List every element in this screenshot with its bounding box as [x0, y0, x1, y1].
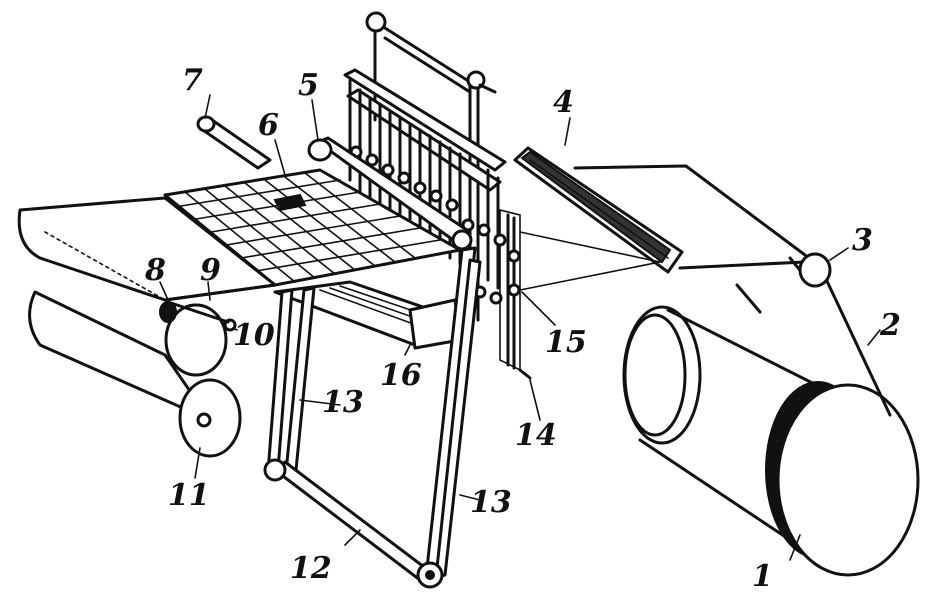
lease-bar: [513, 146, 684, 274]
label-13-upper: 13: [322, 385, 364, 420]
label-13-lower: 13: [470, 485, 512, 520]
label-3: 3: [852, 223, 873, 258]
guide-rod: [196, 115, 272, 170]
warp-threads: [519, 231, 661, 291]
label-2: 2: [879, 308, 901, 343]
label-16: 16: [380, 358, 422, 393]
cloth-rollers: [28, 265, 242, 458]
label-7: 7: [182, 63, 203, 98]
label-10: 10: [233, 318, 275, 353]
label-5: 5: [298, 68, 319, 103]
label-9: 9: [200, 253, 221, 288]
label-12: 12: [290, 551, 332, 586]
label-6: 6: [258, 108, 279, 143]
label-14: 14: [515, 418, 557, 453]
front-beam: [307, 136, 473, 251]
label-11: 11: [168, 478, 210, 513]
part-labels: 1 2 3 4 5 6 7 8 9 10 11 12 13 13 14 15 1…: [144, 63, 901, 594]
heddle-eyes: [349, 145, 521, 305]
fabric-web: [17, 196, 277, 302]
back-rest-roller: [788, 252, 832, 288]
label-1: 1: [752, 559, 773, 594]
label-15: 15: [545, 325, 587, 360]
woven-cloth: [163, 168, 462, 287]
sword-arms: [263, 246, 482, 589]
label-4: 4: [553, 85, 574, 120]
label-8: 8: [144, 253, 166, 288]
warp-beam: [622, 305, 920, 577]
warp-sheet: [573, 164, 892, 417]
leader-lines: [159, 94, 881, 561]
